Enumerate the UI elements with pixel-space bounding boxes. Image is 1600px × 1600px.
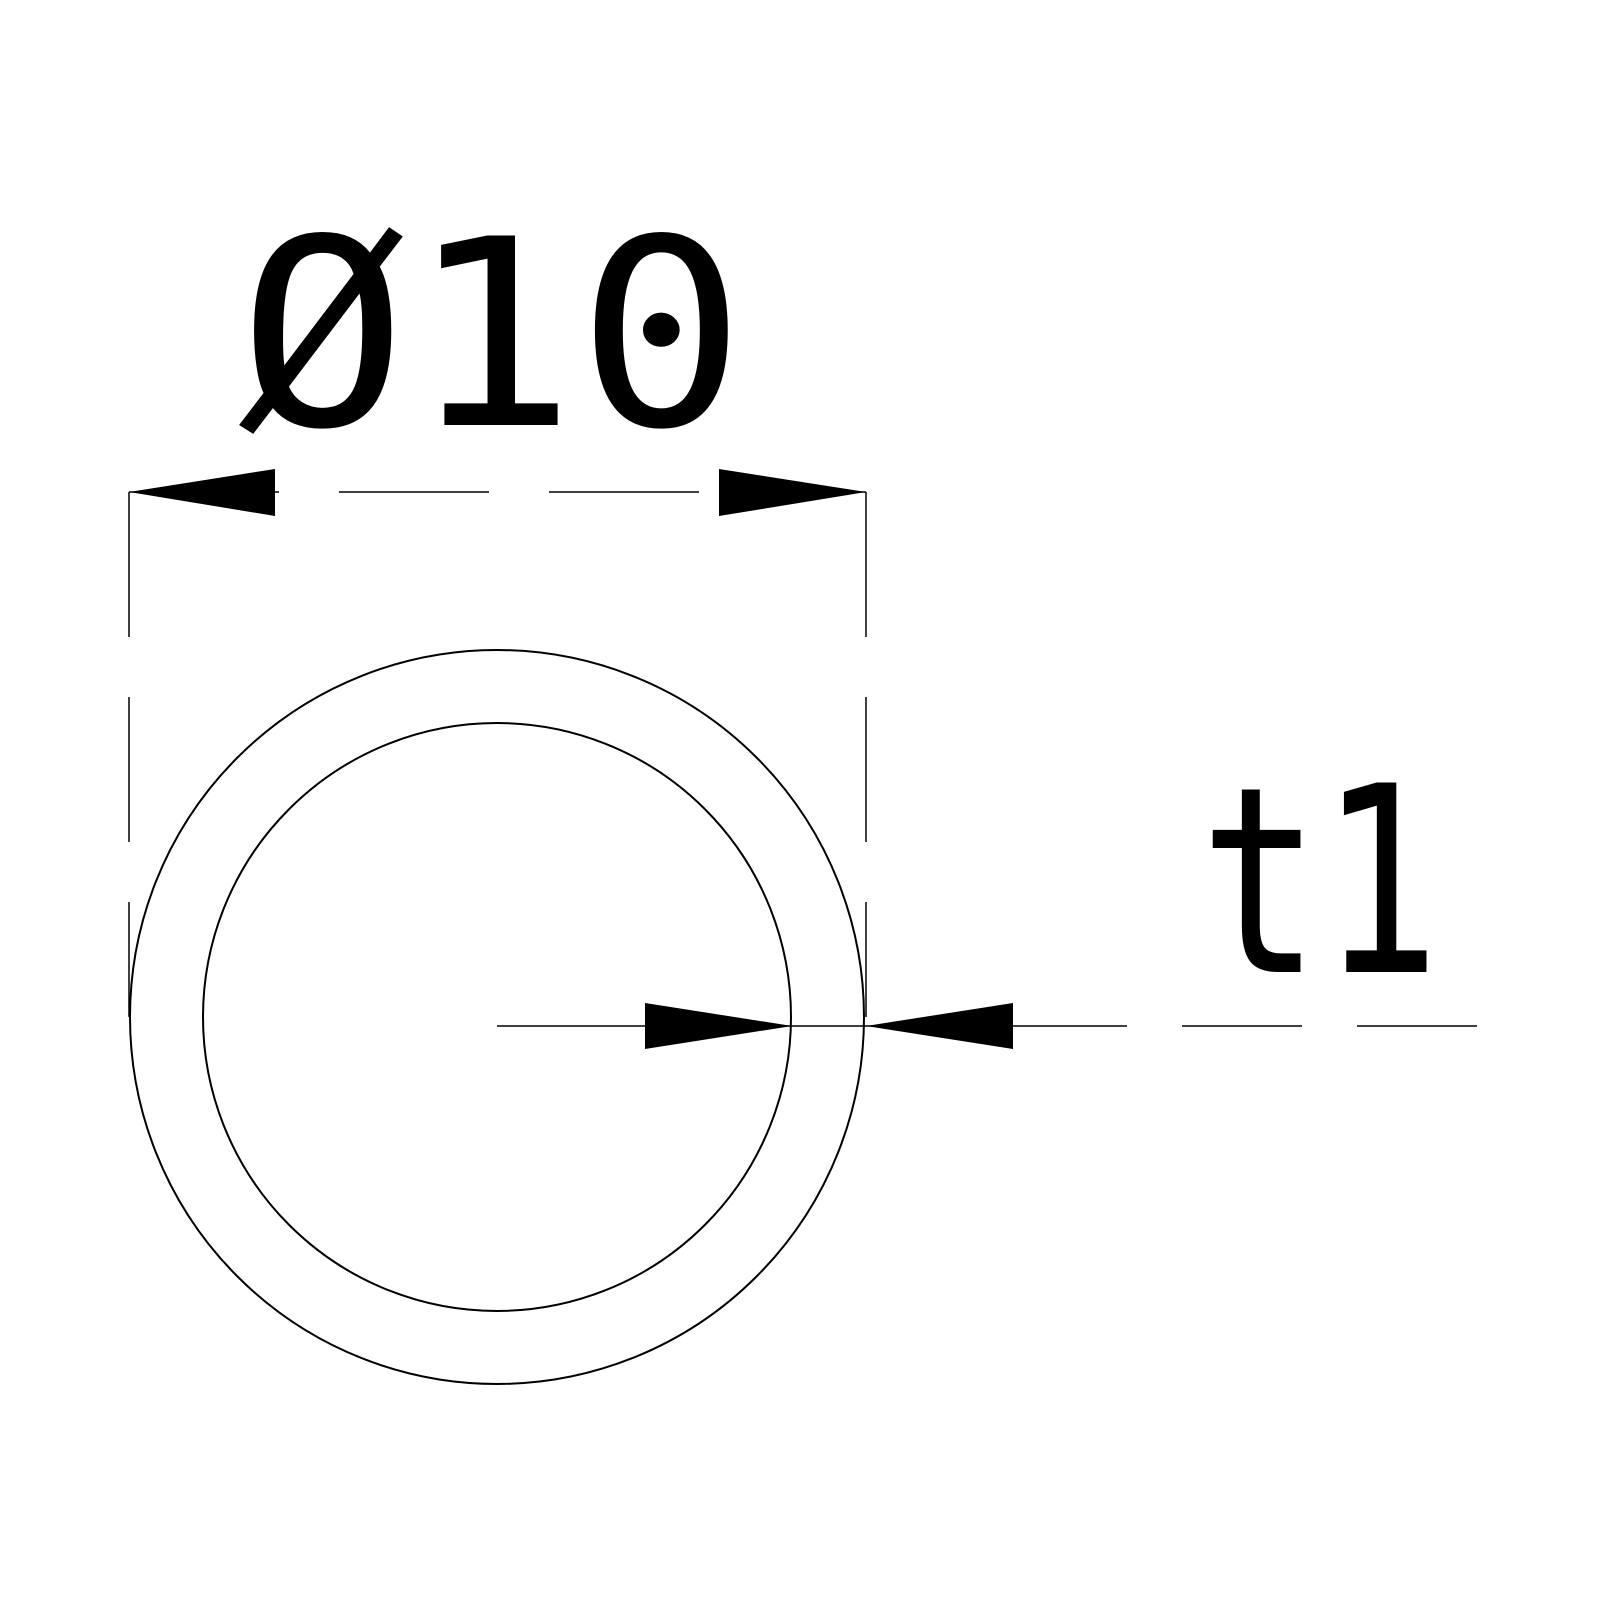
thickness-arrow-outer bbox=[866, 1003, 1013, 1049]
thickness-arrow-inner bbox=[645, 1003, 792, 1049]
diameter-arrow-left bbox=[129, 469, 275, 516]
diameter-label: Ø10 bbox=[238, 185, 746, 487]
diameter-arrow-right bbox=[719, 469, 866, 516]
inner-circle bbox=[202, 722, 792, 1312]
thickness-label: t1 bbox=[1200, 732, 1440, 1034]
outer-circle bbox=[129, 649, 865, 1385]
